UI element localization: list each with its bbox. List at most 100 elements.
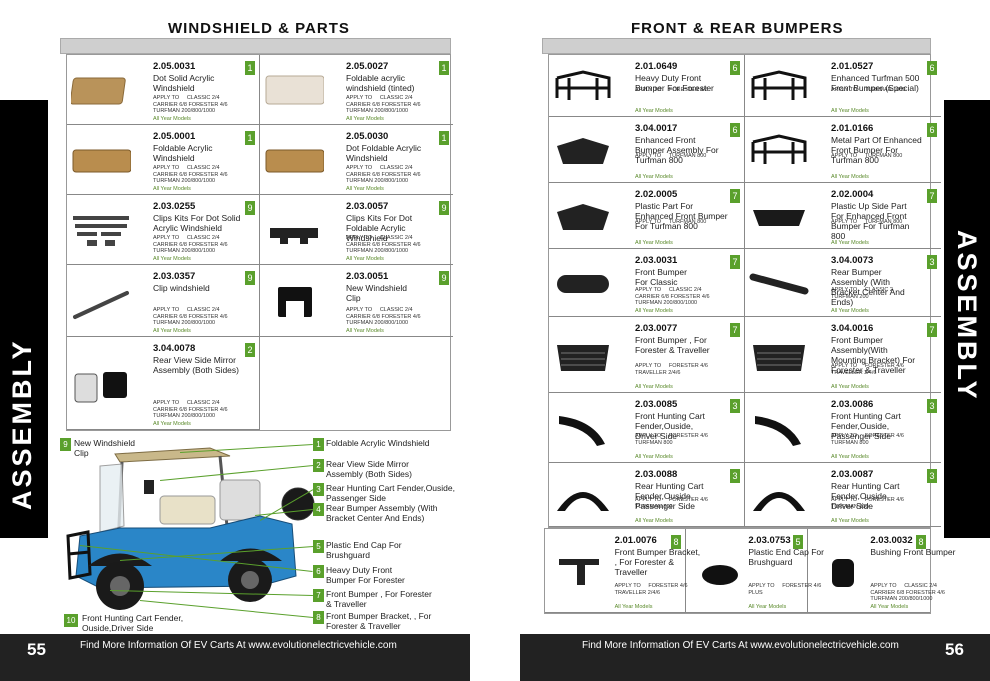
apply-to: APPLY TO TURFMAN 800	[831, 153, 903, 159]
callout-num: 8	[313, 611, 324, 624]
product-card: 2.03.0087 Rear Hunting Cart Fender,Ousid…	[745, 463, 941, 527]
apply-to: APPLY TO CLASSIC 2/4 CARRIER 6/8 FORESTE…	[153, 400, 228, 419]
qty-badge: 7	[730, 323, 740, 337]
qty-badge: 3	[927, 255, 937, 269]
left-product-grid: 2.05.0031 Dot Solid Acrylic Windshield 1…	[66, 54, 453, 431]
all-year-models: All Year Models	[346, 256, 384, 262]
qty-badge: 9	[439, 201, 449, 215]
apply-to: APPLY TO TURFMAN 800	[635, 219, 707, 225]
qty-badge: 3	[927, 469, 937, 483]
apply-to: APPLY TO CLASSIC 2/4 CARRIER 6/8 FORESTE…	[870, 583, 945, 602]
callout-label: Rear Hunting Cart Fender,Ouside, Passeng…	[326, 483, 455, 503]
product-name: Clips Kits For Dot Solid Acrylic Windshi…	[153, 213, 241, 233]
callout-label: Heavy Duty Front Bumper For Forester	[326, 565, 405, 585]
all-year-models: All Year Models	[153, 116, 191, 122]
product-card: 2.03.0051 New Windshield Clip 9 APPLY TO…	[260, 265, 453, 337]
footer-text-left: Find More Information Of EV Carts At www…	[80, 640, 397, 651]
callout-num: 1	[313, 438, 324, 451]
product-code: 2.03.0085	[635, 399, 678, 410]
all-year-models: All Year Models	[831, 308, 869, 314]
product-image	[549, 549, 609, 598]
callout-label: Front Bumper , For Forester & Traveller	[326, 589, 432, 609]
product-card: 2.05.0031 Dot Solid Acrylic Windshield 1…	[67, 55, 260, 125]
callout-num: 9	[60, 438, 71, 451]
product-image	[749, 261, 809, 310]
footer-text-right: Find More Information Of EV Carts At www…	[582, 640, 899, 651]
product-card: 2.01.0649 Heavy Duty Front Bumper For Fo…	[549, 55, 745, 117]
callout-label: Front Hunting Cart Fender, Ouside,Driver…	[82, 613, 184, 633]
all-year-models: All Year Models	[635, 518, 673, 524]
product-card: 3.04.0073 Rear Bumper Assembly (With Bra…	[745, 249, 941, 317]
apply-to: APPLY TO FORESTER 4/6 TRAVELLER 2/4/6	[614, 583, 688, 596]
apply-to: APPLY TO FORESTER 4/6 TRAVELLER 2/4/6	[831, 363, 904, 376]
apply-to: APPLY TO FORESTER 4/6 TRAVELLER 2/4/6	[635, 363, 708, 376]
product-code: 2.05.0030	[346, 131, 389, 142]
apply-to: APPLY TO FORESTER 4/6 TURFMAN 800	[831, 433, 904, 446]
callout-label: Rear Bumper Assembly (With Bracket Cente…	[326, 503, 438, 523]
product-name: New Windshield Clip	[346, 283, 407, 303]
product-image	[71, 138, 132, 187]
product-name: Bushing Front Bumper	[870, 547, 956, 557]
product-code: 2.05.0027	[346, 61, 389, 72]
product-name: Heavy Duty Front Bumper For Forester	[635, 73, 714, 93]
product-card: 3.04.0078 Rear View Side Mirror Assembly…	[67, 337, 260, 430]
product-name: Foldable acrylic windshield (tinted)	[346, 73, 415, 93]
qty-badge: 8	[916, 535, 926, 549]
qty-badge: 7	[927, 189, 937, 203]
qty-badge: 3	[927, 399, 937, 413]
callout-label: New Windshield Clip	[74, 438, 135, 458]
all-year-models: All Year Models	[831, 240, 869, 246]
product-name: Rear View Side Mirror Assembly (Both Sid…	[153, 355, 239, 375]
qty-badge: 1	[245, 61, 255, 75]
product-code: 2.01.0649	[635, 61, 678, 72]
product-image	[69, 68, 131, 117]
apply-to: APPLY TO TURFMAN 800	[831, 219, 903, 225]
product-name: Clip windshield	[153, 283, 210, 293]
product-card: 2.01.0166 Metal Part Of Enhanced Front B…	[745, 117, 941, 183]
product-code: 2.03.0032	[870, 535, 913, 546]
product-code: 2.03.0255	[153, 201, 196, 212]
product-card: 2.03.0088 Rear Hunting Cart Fender,Ousid…	[549, 463, 745, 527]
qty-badge: 9	[439, 271, 449, 285]
product-image	[690, 549, 750, 598]
product-code: 2.01.0527	[831, 61, 874, 72]
product-name: Foldable Acrylic Windshield	[153, 143, 213, 163]
assembly-tab-label: ASSEMBLY	[7, 338, 37, 510]
product-code: 3.04.0078	[153, 343, 196, 354]
product-name: Front Bumper Bracket, , For Forester & T…	[614, 547, 701, 577]
callout-num: 6	[313, 565, 324, 578]
qty-badge: 6	[730, 123, 740, 137]
product-code: 2.05.0031	[153, 61, 196, 72]
callout-num: 3	[313, 483, 324, 496]
product-card: 2.03.0085 Front Hunting Cart Fender,Ousi…	[549, 393, 745, 463]
product-image	[553, 406, 613, 455]
all-year-models: All Year Models	[346, 186, 384, 192]
product-code: 2.01.0076	[614, 535, 657, 546]
product-name: Front Bumper Assembly(With Mounting Brac…	[831, 335, 916, 375]
product-code: 2.02.0005	[635, 189, 678, 200]
assembly-tab-right: ASSEMBLY	[944, 100, 990, 538]
callout-label: Rear View Side Mirror Assembly (Both Sid…	[326, 459, 412, 479]
product-image	[264, 208, 324, 257]
product-name: Rear Bumper Assembly (With Bracket Cente…	[831, 267, 905, 307]
product-card: 2.01.0527 Enhanced Turfman 500 Front Bum…	[745, 55, 941, 117]
apply-to: APPLY TO CLASSIC 2/4 CARRIER 6/8 FORESTE…	[153, 95, 228, 114]
product-name: Front Hunting Cart Fender,Ouside, Passen…	[831, 411, 901, 441]
product-code: 2.05.0001	[153, 131, 196, 142]
qty-badge: 7	[927, 323, 937, 337]
product-card: 2.03.0255 Clips Kits For Dot Solid Acryl…	[67, 195, 260, 265]
product-image	[553, 194, 613, 243]
apply-to: APPLY TO CLASSIC 2/4 CARRIER 6/8 FORESTE…	[635, 287, 710, 306]
all-year-models: All Year Models	[346, 116, 384, 122]
all-year-models: All Year Models	[635, 240, 673, 246]
product-image	[749, 64, 809, 113]
all-year-models: All Year Models	[635, 174, 673, 180]
all-year-models: All Year Models	[346, 328, 384, 334]
all-year-models: All Year Models	[831, 174, 869, 180]
apply-to: APPLY TO FORESTER 4/6 PLUS	[748, 583, 822, 596]
callout-num: 7	[313, 589, 324, 602]
product-code: 2.03.0088	[635, 469, 678, 480]
product-card: 2.02.0004 Plastic Up Side Part For Enhan…	[745, 183, 941, 249]
apply-to: APPLY TO CLASSIC 2/4 CARRIER 6/8 FORESTE…	[346, 95, 421, 114]
product-image	[553, 128, 613, 177]
